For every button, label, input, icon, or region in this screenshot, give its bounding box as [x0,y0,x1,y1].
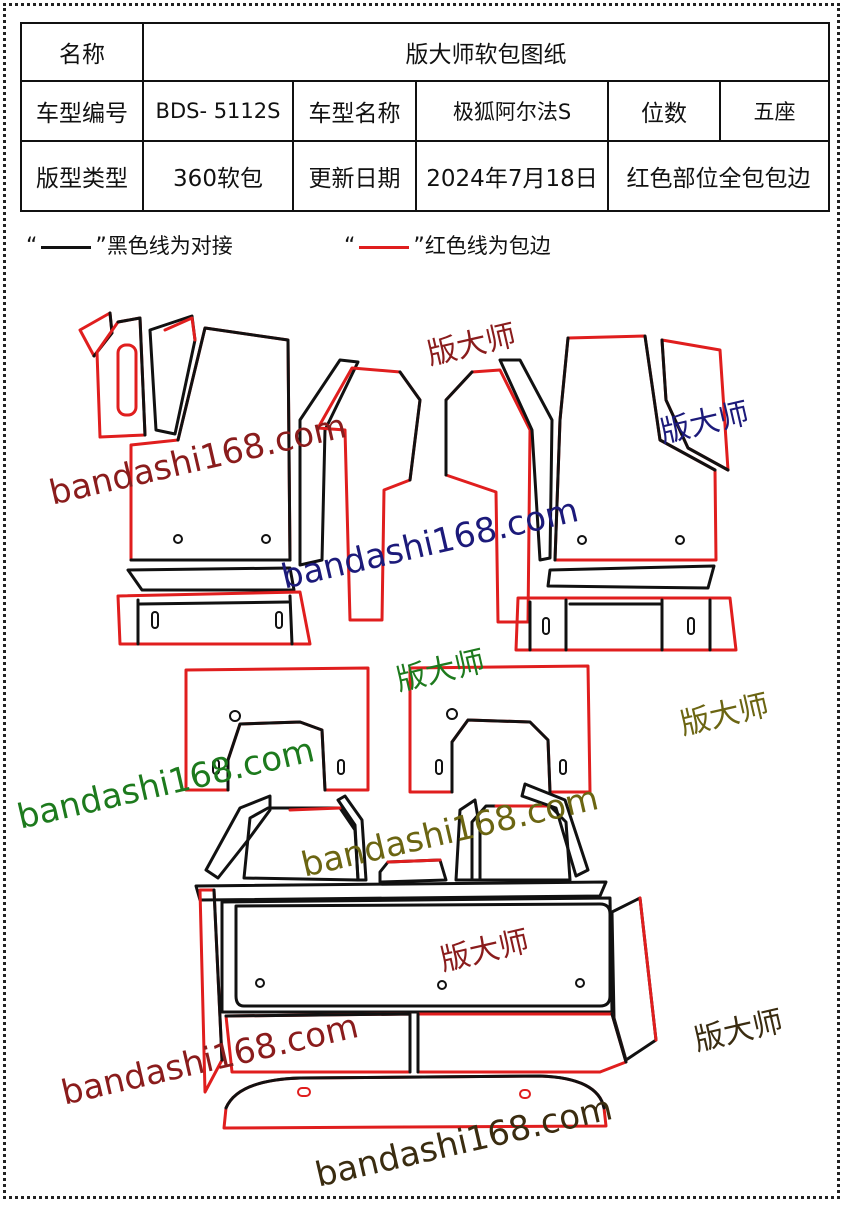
model-name-value: 极狐阿尔法S [415,80,609,142]
piece-front-right-sill [546,564,716,590]
legend-red-text: 红色线为包边 [424,234,551,258]
legend-black-line [41,245,92,249]
rear-floor-pieces [184,664,592,794]
spec-row-model: 车型编号 BDS- 5112S 车型名称 极狐阿尔法S 位数 五座 [20,80,831,142]
seats-value: 五座 [718,80,831,142]
note-value: 红色部位全包包边 [606,140,831,212]
legend-black-text: 黑色线为对接 [106,234,233,258]
legend-quote-close: ” [413,234,425,259]
legend-red: “ ”红色线为包边 [344,230,551,260]
piece-seat-left-arch [204,794,272,880]
name-label: 名称 [20,22,144,82]
piece-trunk-floor [234,902,612,1008]
trunk-pieces [198,888,658,1130]
legend-red-line [359,245,410,249]
piece-front-left-sill [126,566,296,592]
piece-trunk-right-side [610,896,658,1062]
piece-trunk-floor-frame [220,896,614,1014]
model-name-label: 车型名称 [292,80,417,142]
front-left-pieces [78,311,312,646]
piece-tunnel-left [316,366,422,622]
center-tunnel-pieces [298,358,554,624]
piece-left-pillar [95,316,147,439]
piece-front-right-footrest [514,596,738,652]
legend-quote-open: “ [344,234,356,259]
update-label: 更新日期 [292,140,417,212]
spec-row-type: 版型类型 360软包 更新日期 2024年7月18日 红色部位全包包边 [20,140,831,212]
page-border [3,3,840,1199]
piece-seat-right-arch [520,782,590,878]
piece-pillar-slot [116,343,138,417]
spec-table: 名称 版大师软包图纸 车型编号 BDS- 5112S 车型名称 极狐阿尔法S 位… [20,22,831,212]
piece-tunnel-right [444,368,532,624]
piece-tunnel-right-strip [498,358,554,562]
piece-tunnel-left-strip [298,358,360,567]
type-value: 360软包 [142,140,294,212]
piece-door-strip [148,314,197,436]
legend-quote-close: ” [95,234,107,259]
seats-label: 位数 [607,80,721,142]
name-value: 版大师软包图纸 [141,22,831,82]
piece-seat-center [378,858,448,884]
piece-corner-small [78,311,114,358]
piece-front-left-footrest [116,590,312,646]
update-value: 2024年7月18日 [415,140,609,212]
front-right-pieces [514,334,738,652]
legend-quote-open: “ [26,234,38,259]
piece-trunk-lower-right [416,1012,628,1074]
model-code-label: 车型编号 [20,80,144,142]
type-label: 版型类型 [20,140,144,212]
model-code-value: BDS- 5112S [142,80,294,142]
legend-black: “ ”黑色线为对接 [26,230,233,260]
spec-row-name: 名称 版大师软包图纸 [20,22,831,82]
